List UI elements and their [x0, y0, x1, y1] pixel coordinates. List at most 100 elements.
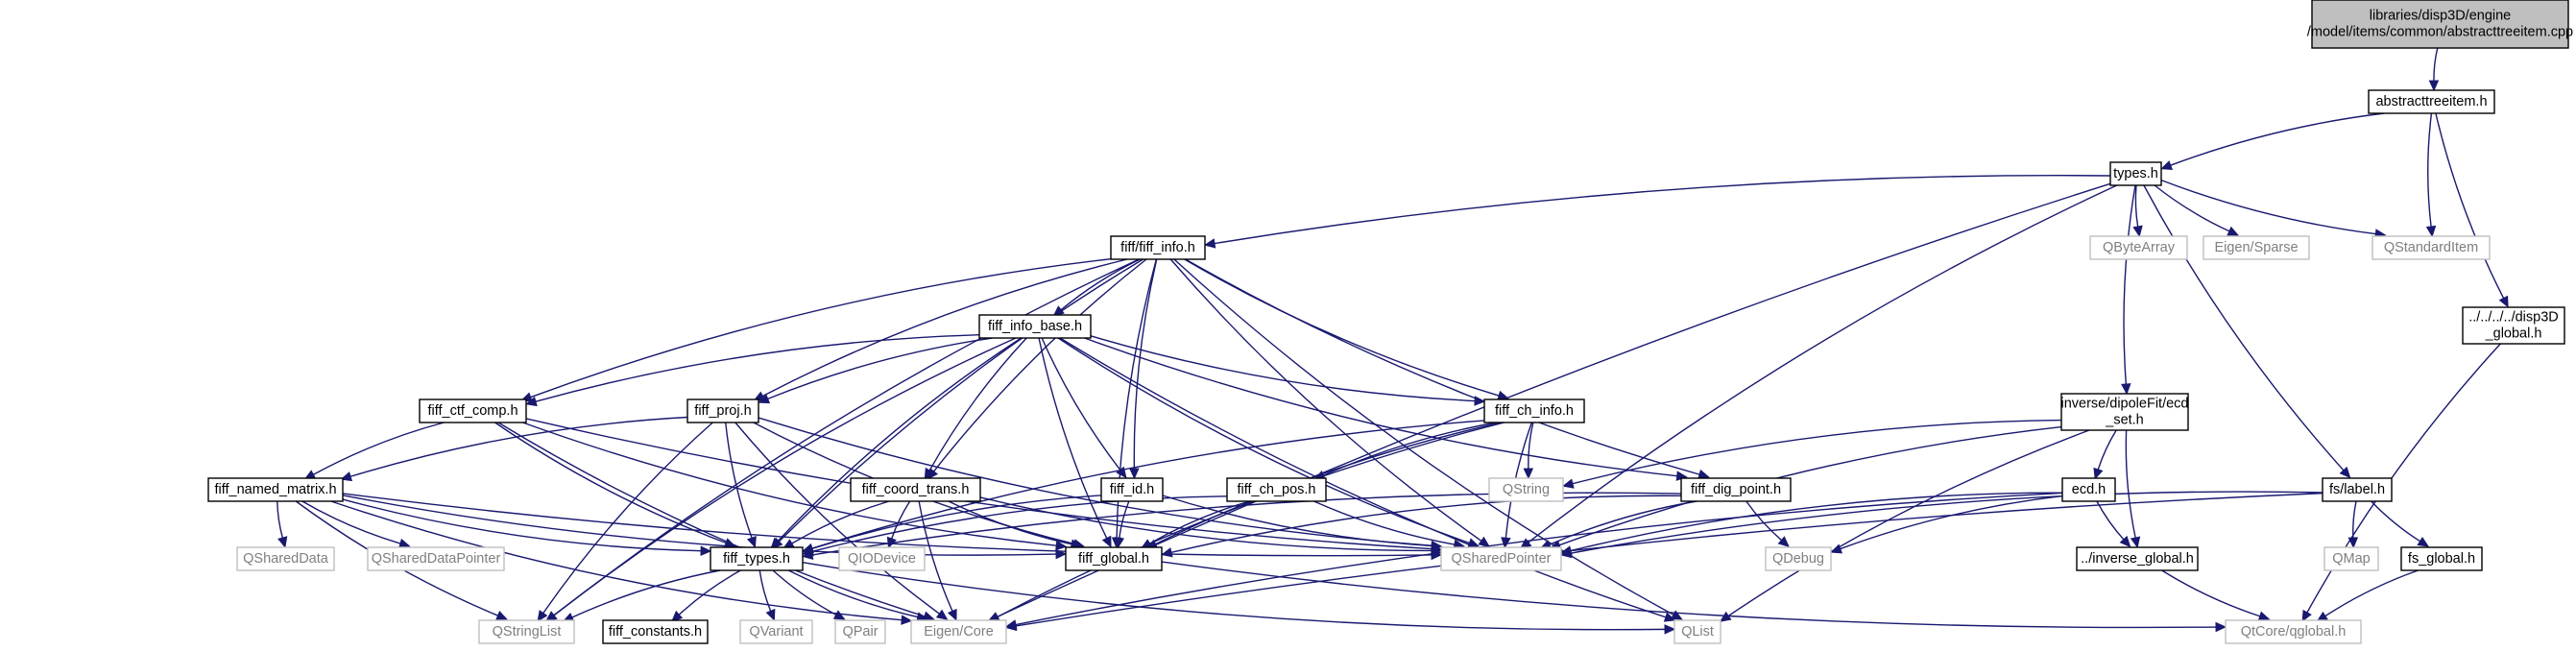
node-eigen-sparse[interactable]: Eigen/Sparse [2203, 235, 2310, 260]
edge-fs-label-h-to-qsharedpointer [1570, 491, 2323, 554]
node-qstringlist[interactable]: QStringList [478, 619, 575, 644]
node-fiff-ctf-comp-h[interactable]: fiff_ctf_comp.h [419, 398, 527, 423]
edge-fiff-info-base-h-to-qlist [1059, 337, 1667, 618]
edge-fiff-info-base-h-to-fiff-proj-h [767, 337, 993, 400]
node-label: fiff_proj.h [694, 403, 751, 419]
edge-fiff-types-h-to-qstringlist [571, 569, 721, 618]
edge-fiff-info-h-to-fiff-proj-h [762, 258, 1128, 398]
node-box [1483, 398, 1585, 423]
node-fiff-proj-h[interactable]: fiff_proj.h [686, 398, 759, 423]
node-fiff-types-h[interactable]: fiff_types.h [710, 546, 804, 571]
node-eigen-core[interactable]: Eigen/Core [910, 619, 1007, 644]
edge-fiff-dig-point-h-to-qdebug [1745, 500, 1782, 542]
node-fiff-ch-info-h[interactable]: fiff_ch_info.h [1483, 398, 1585, 423]
node-qmap[interactable]: QMap [2323, 546, 2379, 571]
edge-fiff-info-h-to-fiff-ctf-comp-h [530, 257, 1112, 398]
edge-fiff-id-h-to-qsharedpointer [1162, 495, 1432, 547]
arrowhead [746, 536, 757, 548]
node-qshareddata[interactable]: QSharedData [236, 546, 335, 571]
edge-ecd-set-h-to-inverse-global-h [2125, 429, 2136, 539]
node-box [739, 619, 813, 644]
node-box [978, 314, 1092, 339]
edge-fs-global-h-to-qtcore-qglobal-h [2324, 569, 2419, 617]
arrowhead [1663, 612, 1676, 622]
edge-fiff-named-matrix-h-to-qsharedpointer [342, 493, 1432, 557]
node-qtcore-qglobal-h[interactable]: QtCore/qglobal.h [2225, 619, 2362, 644]
node-box [478, 619, 575, 644]
edge-fiff-info-base-h-to-fiff-global-h [1038, 337, 1108, 539]
arrowhead [1161, 547, 1173, 558]
node-fs-global-h[interactable]: fs_global.h [2400, 546, 2483, 571]
arrowhead [935, 609, 949, 620]
arrowhead [277, 536, 288, 548]
node-label: fs_global.h [2408, 551, 2475, 567]
edge-ecd-set-h-to-ecd-h [2097, 429, 2117, 471]
node-label: QList [1681, 624, 1714, 640]
node-fiff-global-h[interactable]: fiff_global.h [1065, 546, 1163, 571]
arrowhead [1777, 536, 1790, 547]
node-qbytearray[interactable]: QByteArray [2089, 235, 2188, 260]
node-qstring[interactable]: QString [1488, 477, 1564, 502]
arrowhead [832, 610, 846, 620]
node-ecd-h[interactable]: ecd.h [2061, 477, 2116, 502]
node-label: _set.h [2105, 413, 2144, 428]
node-qstandarditem[interactable]: QStandardItem [2371, 235, 2491, 260]
node-fiff-dig-point-h[interactable]: fiff_dig_point.h [1680, 477, 1792, 502]
node-qlist[interactable]: QList [1673, 619, 1721, 644]
arrowhead [2227, 226, 2240, 236]
node-box [1680, 477, 1792, 502]
node-qvariant[interactable]: QVariant [739, 619, 813, 644]
node-label: Eigen/Core [924, 624, 994, 640]
node-qiodevice[interactable]: QIODevice [838, 546, 926, 571]
arrowhead [2121, 383, 2131, 396]
edge-types-h-to-fs-label-h [2143, 184, 2345, 471]
node-label: /model/items/common/abstracttreeitem.cpp [2307, 25, 2573, 40]
node-fiff-info-base-h[interactable]: fiff_info_base.h [978, 314, 1092, 339]
node-label: abstracttreeitem.h [2375, 94, 2487, 109]
node-label: libraries/disp3D/engine [2370, 9, 2512, 24]
node-fs-label-h[interactable]: fs/label.h [2322, 477, 2393, 502]
node-box [2323, 546, 2379, 571]
node-root[interactable]: libraries/disp3D/engine/model/items/comm… [2307, 0, 2573, 49]
edge-fiff-ch-pos-h-to-qsharedpointer [1313, 500, 1456, 545]
node-label: _global.h [2485, 326, 2542, 342]
edge-ecd-h-to-qdebug [1840, 495, 2063, 550]
node-fiff-ch-pos-h[interactable]: fiff_ch_pos.h [1226, 477, 1327, 502]
arrowhead [537, 610, 548, 622]
arrowhead [1114, 537, 1125, 549]
node-box [236, 546, 335, 571]
edge-fiff-info-h-to-fiff-types-h [778, 258, 1144, 543]
node-qpair[interactable]: QPair [834, 619, 886, 644]
edge-fiff-ch-info-h-to-fiff-global-h [1155, 422, 1503, 545]
arrowhead [2257, 611, 2271, 621]
node-abstracttreeitem-h[interactable]: abstracttreeitem.h [2368, 89, 2495, 114]
arrowhead [398, 538, 411, 548]
node-label: fs/label.h [2329, 482, 2385, 497]
arrowhead [1203, 238, 1216, 249]
node-box [2203, 235, 2310, 260]
node-types-h[interactable]: types.h [2109, 161, 2162, 186]
edge-fiff-global-h-to-qtcore-qglobal-h [1161, 561, 2217, 629]
arrowhead [2428, 80, 2440, 92]
edge-fiff-info-h-to-fiff-ch-info-h [1184, 258, 1500, 397]
node-label: fiff/fiff_info.h [1120, 240, 1195, 255]
node-label: ../inverse_global.h [2081, 551, 2194, 567]
node-qshareddatapointer[interactable]: QSharedDataPointer [367, 546, 505, 571]
node-fiff-coord-trans-h[interactable]: fiff_coord_trans.h [850, 477, 981, 502]
node-ecd-set-h[interactable]: inverse/dipoleFit/ecd_set.h [2060, 393, 2189, 431]
node-qsharedpointer[interactable]: QSharedPointer [1440, 546, 1562, 571]
arrowhead [1004, 619, 1018, 630]
edge-fiff-proj-h-to-fiff-named-matrix-h [349, 416, 688, 477]
node-box [1765, 546, 1832, 571]
node-fiff-constants-h[interactable]: fiff_constants.h [602, 619, 709, 644]
node-qdebug[interactable]: QDebug [1765, 546, 1832, 571]
node-disp3d-global-h[interactable]: ../../../../disp3D_global.h [2462, 306, 2565, 345]
arrowhead [2339, 466, 2351, 479]
node-inverse-global-h[interactable]: ../inverse_global.h [2076, 546, 2199, 571]
arrowhead [2347, 537, 2359, 549]
node-fiff-named-matrix-h[interactable]: fiff_named_matrix.h [207, 477, 344, 502]
node-fiff-info-h[interactable]: fiff/fiff_info.h [1110, 235, 1206, 260]
node-box [602, 619, 709, 644]
node-fiff-id-h[interactable]: fiff_id.h [1100, 477, 1164, 502]
node-box [2322, 477, 2393, 502]
